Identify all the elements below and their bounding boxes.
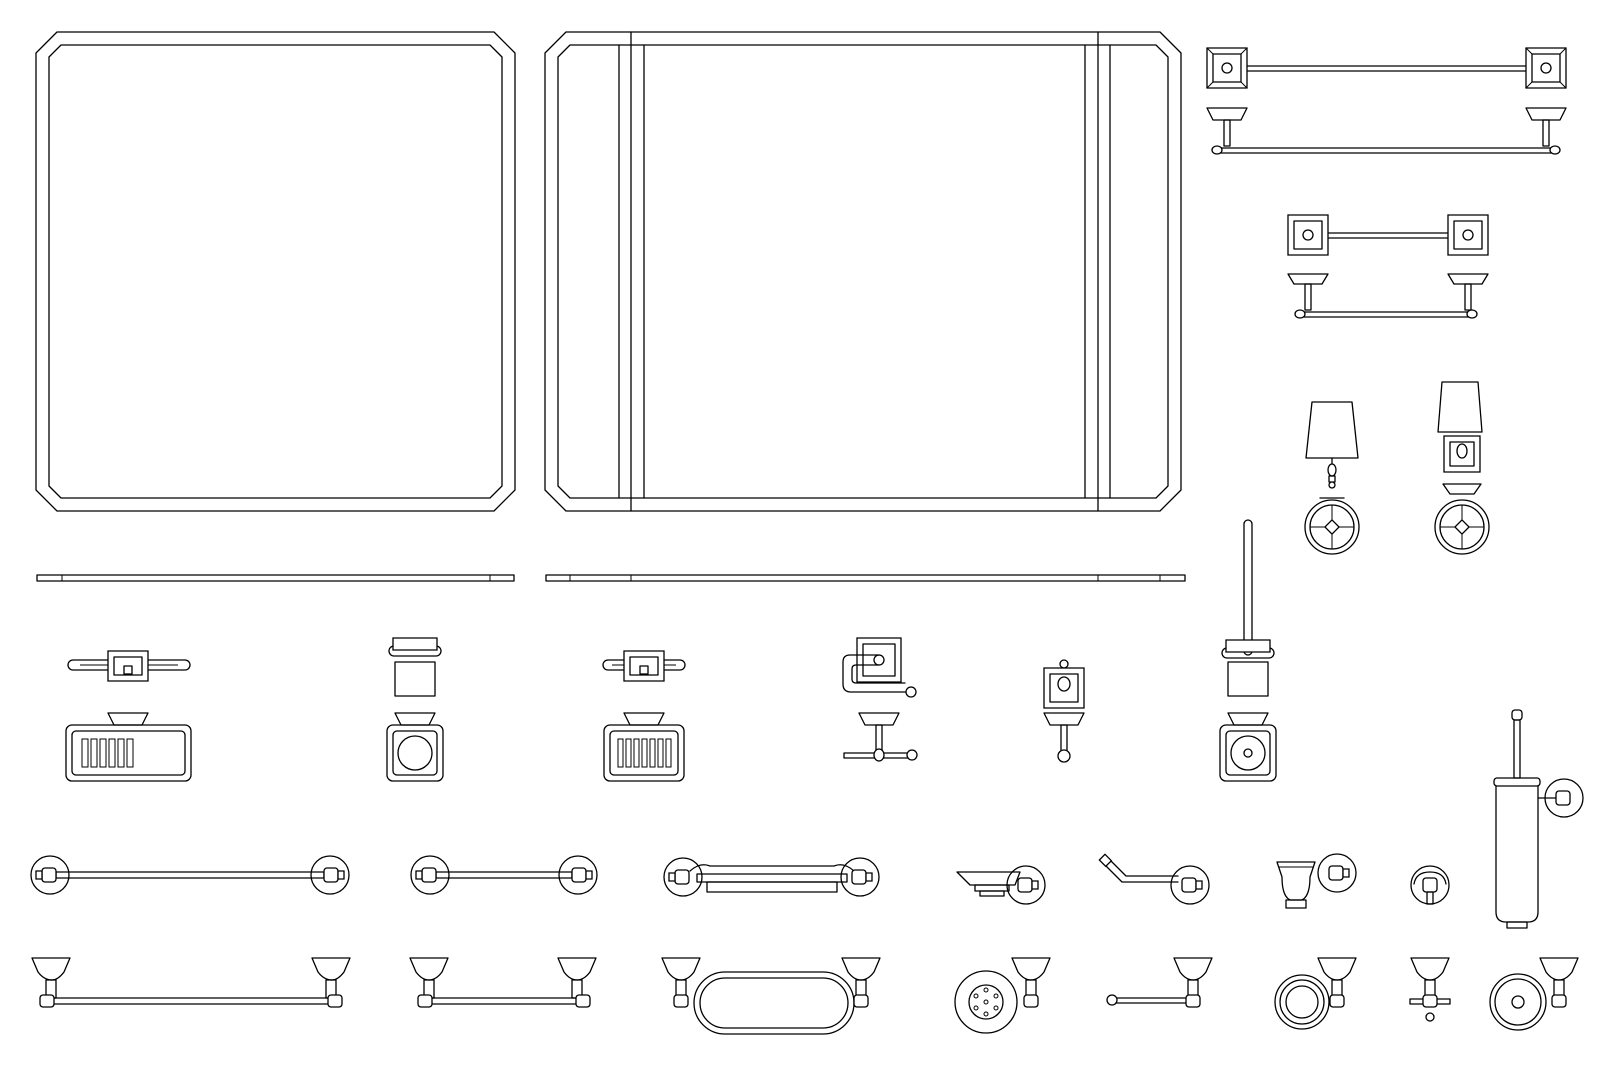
towel-bar-long-front [1207,48,1566,88]
classic-tumbler-plan [1275,958,1356,1029]
tumbler-holder-plan [387,713,443,781]
soap-dish-b-grille [618,739,671,767]
wall-lamp-a [1305,402,1359,554]
soap-dish-drain-holes [974,988,998,1016]
toilet-roll-holder-plan [844,713,917,761]
towel-bar-short-front [1288,215,1488,255]
classic-toilet-brush-plan [1490,958,1578,1030]
classic-robe-hook-front [1099,854,1209,904]
soap-dish-b-front [603,651,685,681]
robe-hook-front [1044,660,1084,708]
mirror-square-edge-profile [37,575,514,581]
mirror-wide-edge-profile [546,575,1185,581]
classic-soap-dish-plan [955,958,1050,1033]
classic-shelf-plan [662,958,880,1034]
soap-dish-a-front [68,651,190,681]
mirror-square-front [36,32,515,511]
towel-bar-short-top-view [1288,274,1488,318]
soap-dish-b-plan [604,713,684,781]
toilet-brush-square-plan [1220,713,1276,781]
soap-dish-a-plan [66,713,191,781]
classic-towel-bar-short-front [411,856,597,894]
tumbler-holder-front [389,638,441,696]
classic-single-hook-front [1411,866,1449,904]
wall-lamp-b [1435,382,1489,554]
classic-toilet-brush-front [1494,710,1583,928]
classic-soap-dish-front [957,866,1045,904]
classic-towel-bar-short-plan [410,958,596,1007]
classic-single-hook-plan [1410,958,1450,1021]
soap-dish-a-grille [82,739,133,767]
robe-hook-plan [1044,713,1084,762]
classic-towel-bar-long-front [31,856,349,894]
classic-tumbler-front [1277,854,1356,908]
classic-shelf-front [664,858,879,896]
classic-towel-bar-long-plan [32,958,350,1007]
classic-robe-hook-plan [1107,958,1212,1007]
toilet-brush-square-front [1222,520,1274,696]
mirror-wide-front [545,32,1181,511]
towel-bar-long-top-view [1207,108,1566,154]
toilet-roll-holder-front [843,638,916,697]
